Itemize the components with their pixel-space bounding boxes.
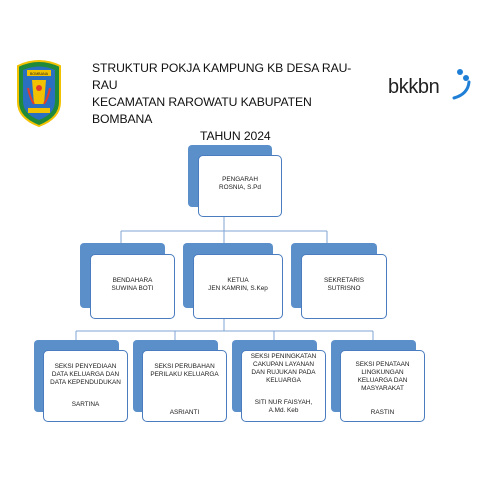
node-role: SEKSI PERUBAHAN PERILAKU KELUARGA: [150, 363, 219, 378]
node-role: BENDAHARA: [112, 277, 153, 284]
node-card: BENDAHARA SUWINA BOTI: [90, 254, 175, 319]
node-card: PENGARAH ROSNIA, S.Pd: [198, 155, 282, 217]
node-role: SEKSI PENYEDIAAN DATA KELUARGA DAN DATA …: [50, 363, 121, 386]
org-node-seksi-lingkungan: SEKSI PENATAAN LINGKUNGAN KELUARGA DAN M…: [331, 340, 425, 422]
node-role: SEKSI PENINGKATAN CAKUPAN LAYANAN DAN RU…: [250, 353, 317, 384]
node-person: SARTINA: [71, 401, 100, 408]
node-role: PENGARAH: [222, 176, 258, 183]
org-node-ketua: KETUA JEN KAMRIN, S.Kep: [183, 243, 283, 319]
node-person: RASTIN: [370, 409, 395, 416]
node-person: ASRIANTI: [169, 409, 200, 416]
node-person: SUWINA BOTI: [111, 285, 154, 292]
org-node-sekretaris: SEKRETARIS SUTRISNO: [291, 243, 387, 319]
node-person: ROSNIA, S.Pd: [219, 184, 261, 191]
node-card: SEKSI PENATAAN LINGKUNGAN KELUARGA DAN M…: [340, 350, 425, 422]
emblem-top-text: BOMBANA: [30, 72, 49, 76]
node-person: SITI NUR FAISYAH, A.Md. Keb: [254, 399, 313, 414]
org-node-seksi-data: SEKSI PENYEDIAAN DATA KELUARGA DAN DATA …: [34, 340, 128, 422]
org-node-pengarah: PENGARAH ROSNIA, S.Pd: [188, 145, 283, 217]
node-role: SEKSI PENATAAN LINGKUNGAN KELUARGA DAN M…: [355, 361, 410, 392]
node-card: SEKSI PENYEDIAAN DATA KELUARGA DAN DATA …: [43, 350, 128, 422]
org-node-seksi-perilaku: SEKSI PERUBAHAN PERILAKU KELUARGA ASRIAN…: [133, 340, 227, 422]
node-card: SEKSI PERUBAHAN PERILAKU KELUARGA ASRIAN…: [142, 350, 227, 422]
org-node-seksi-layanan: SEKSI PENINGKATAN CAKUPAN LAYANAN DAN RU…: [232, 340, 326, 422]
org-node-bendahara: BENDAHARA SUWINA BOTI: [80, 243, 175, 319]
node-person: JEN KAMRIN, S.Kep: [208, 285, 268, 292]
node-card: SEKRETARIS SUTRISNO: [301, 254, 387, 319]
bkkbn-wordmark: bkkbn: [388, 76, 440, 98]
title-line-3: TAHUN 2024: [200, 129, 271, 143]
node-card: KETUA JEN KAMRIN, S.Kep: [193, 254, 283, 319]
bkkbn-swirl-icon: [452, 69, 471, 100]
title-line-1: STRUKTUR POKJA KAMPUNG KB DESA RAU- RAU: [92, 61, 352, 92]
node-role: KETUA: [227, 277, 249, 284]
node-person: SUTRISNO: [327, 285, 361, 292]
node-role: SEKRETARIS: [323, 277, 364, 284]
node-card: SEKSI PENINGKATAN CAKUPAN LAYANAN DAN RU…: [241, 350, 326, 422]
bkkbn-logo: bkkbn: [388, 68, 472, 108]
title-line-2: KECAMATAN RAROWATU KABUPATEN BOMBANA: [92, 95, 312, 126]
chart-title: STRUKTUR POKJA KAMPUNG KB DESA RAU- RAU …: [92, 60, 372, 145]
regency-emblem-logo: BOMBANA: [17, 60, 61, 128]
